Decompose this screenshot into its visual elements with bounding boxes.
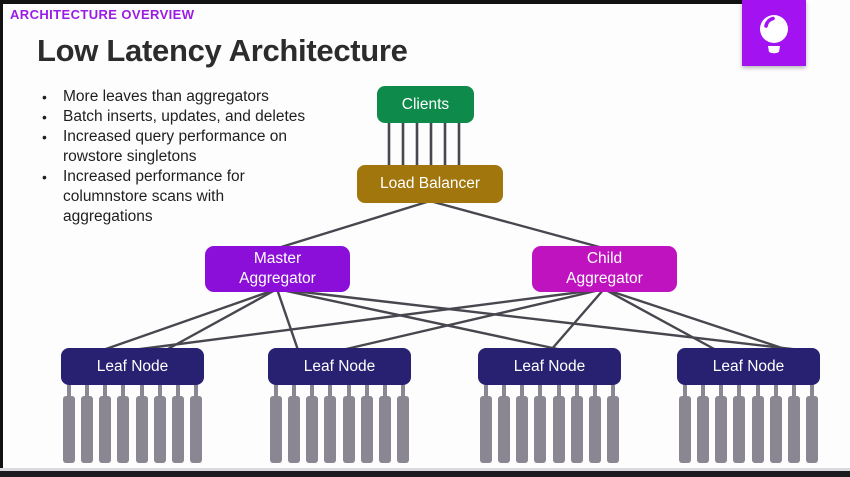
slide-eyebrow: ARCHITECTURE OVERVIEW [10, 7, 195, 22]
bullet-item: Batch inserts, updates, and deletes [40, 107, 340, 127]
leaf-partition-bar [516, 385, 529, 463]
node-leaf-3: Leaf Node [478, 348, 621, 385]
bullet-line: aggregations [63, 208, 153, 225]
leaf-partition-bar [288, 385, 301, 463]
leaf-partition-bar [787, 385, 800, 463]
leaf-partition-bar [360, 385, 373, 463]
leaf-partition-bar [697, 385, 710, 463]
leaf-partition-bar [324, 385, 337, 463]
node-master-aggregator: Master Aggregator [205, 246, 350, 292]
bullet-item: More leaves than aggregators [40, 87, 340, 107]
leaf-partition-bar [270, 385, 282, 463]
bullet-line: Batch inserts, updates, and deletes [63, 108, 306, 125]
node-label: Leaf Node [513, 357, 586, 375]
leaf-partition-bar [135, 385, 148, 463]
node-label: Load Balancer [380, 175, 480, 192]
leaf-partition-bar [189, 385, 202, 463]
node-label: Child [586, 250, 623, 267]
node-label: Master [253, 250, 302, 267]
leaf-partition-bar [63, 385, 75, 463]
bullet-line: More leaves than aggregators [63, 88, 269, 105]
leaf-4-partitions [679, 385, 818, 463]
leaf-partition-bar [733, 385, 746, 463]
leaf-partition-bar [342, 385, 355, 463]
slide-title: Low Latency Architecture [37, 33, 408, 68]
node-leaf-2: Leaf Node [268, 348, 411, 385]
node-label: Leaf Node [96, 357, 169, 375]
leaf-partition-bar [378, 385, 391, 463]
leaf-partition-bar [480, 385, 492, 463]
bullet-item: Increased query performance on rowstore … [40, 127, 340, 167]
leaf-2-partitions [270, 385, 409, 463]
leaf-partition-bar [606, 385, 619, 463]
node-label: Aggregator [239, 270, 316, 287]
leaf-partition-bar [153, 385, 166, 463]
leaf-3-partitions [480, 385, 619, 463]
node-leaf-1: Leaf Node [61, 348, 204, 385]
leaf-partition-bar [117, 385, 130, 463]
bullet-line: rowstore singletons [63, 148, 197, 165]
lightbulb-tile [742, 0, 806, 66]
bottom-edge-bar [0, 471, 850, 477]
leaf-partition-bar [588, 385, 601, 463]
node-label: Leaf Node [712, 357, 785, 375]
node-child-aggregator: Child Aggregator [532, 246, 677, 292]
node-clients: Clients [377, 86, 474, 123]
left-edge-bar [0, 0, 3, 471]
top-edge-bar [0, 0, 742, 4]
bullet-line: Increased performance for [63, 168, 245, 185]
leaf-partition-bar [805, 385, 818, 463]
leaf-partition-bar [769, 385, 782, 463]
node-label: Clients [401, 95, 450, 113]
leaf-partition-bar [81, 385, 94, 463]
leaf-partition-bar [570, 385, 583, 463]
leaf-partition-bar [171, 385, 184, 463]
leaf-1-partitions [63, 385, 202, 463]
lightbulb-icon [760, 15, 788, 54]
leaf-partition-bar [552, 385, 565, 463]
bullet-line: columnstore scans with [63, 188, 225, 205]
node-load-balancer: Load Balancer [357, 165, 503, 203]
leaf-partition-bar [751, 385, 764, 463]
leaf-partition-bar [679, 385, 691, 463]
node-label: Leaf Node [303, 357, 376, 375]
bullet-list: More leaves than aggregators Batch inser… [40, 87, 340, 227]
leaf-partition-bar [396, 385, 409, 463]
node-label: Aggregator [566, 270, 643, 287]
leaf-partition-bar [498, 385, 511, 463]
leaf-partition-bar [715, 385, 728, 463]
leaf-partition-bar [306, 385, 319, 463]
leaf-partition-bar [99, 385, 112, 463]
leaf-partition-bar [534, 385, 547, 463]
node-leaf-4: Leaf Node [677, 348, 820, 385]
bottom-divider-line [0, 468, 850, 471]
bullet-item: Increased performance for columnstore sc… [40, 167, 340, 227]
bullet-line: Increased query performance on [63, 128, 288, 145]
